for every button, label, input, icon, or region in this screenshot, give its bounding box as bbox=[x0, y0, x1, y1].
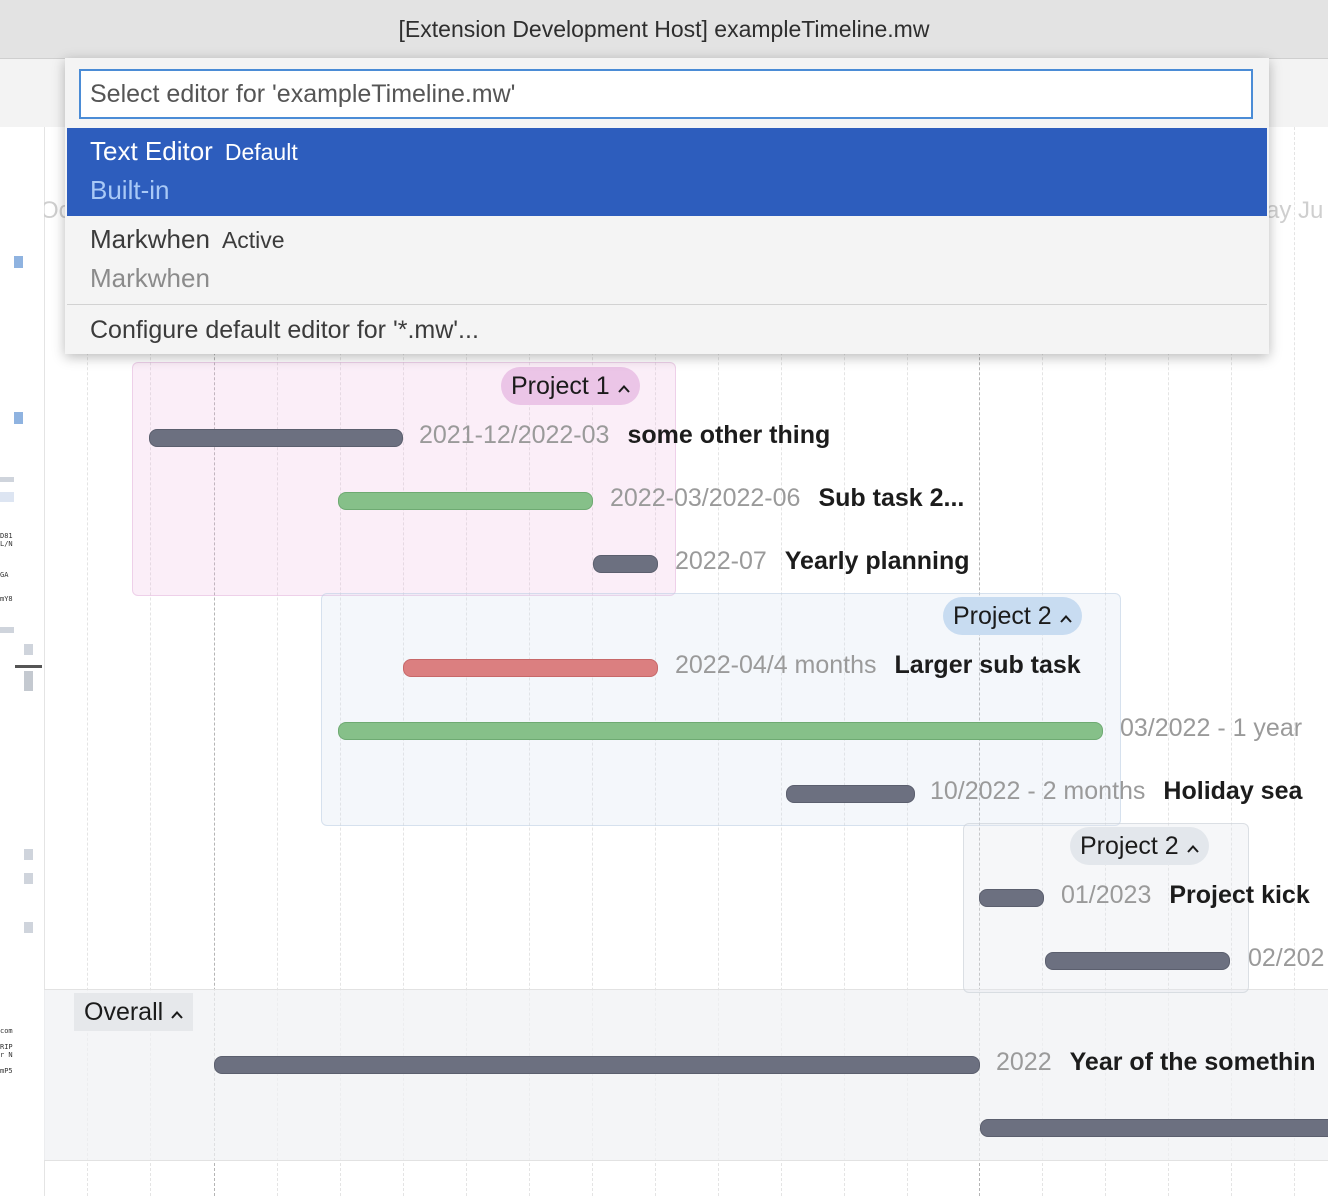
group-toggle-overall[interactable]: Overall bbox=[74, 993, 194, 1031]
event-date: 2022 bbox=[996, 1048, 1052, 1076]
editor-option-badge: Default bbox=[224, 139, 298, 165]
editor-quick-pick: Text Editor Default Built-in Markwhen Ac… bbox=[65, 58, 1269, 354]
grid-line bbox=[844, 127, 845, 1196]
chevron-up-icon bbox=[171, 1011, 183, 1019]
minimap-line bbox=[0, 627, 14, 633]
event-title: some other thing bbox=[627, 421, 831, 449]
grid-line bbox=[277, 127, 278, 1196]
group-label: Project 2 bbox=[953, 601, 1052, 630]
event-title: Yearly planning bbox=[784, 547, 970, 575]
editor-option-badge: Active bbox=[221, 227, 285, 253]
event-bar[interactable] bbox=[149, 429, 403, 447]
grid-line bbox=[1231, 127, 1232, 1196]
minimap-text: com bbox=[0, 1027, 13, 1035]
minimap-text: r N bbox=[0, 1051, 13, 1059]
minimap-marker bbox=[14, 256, 23, 268]
event-date: 2022-04/4 months bbox=[675, 651, 877, 679]
grid-line bbox=[907, 127, 908, 1196]
grid-line bbox=[781, 127, 782, 1196]
group-toggle-project-2[interactable]: Project 2 bbox=[943, 597, 1082, 635]
minimap-text: L/N bbox=[0, 540, 13, 548]
editor-search-input[interactable] bbox=[79, 69, 1253, 119]
grid-line-year bbox=[979, 127, 980, 1196]
configure-default-editor[interactable]: Configure default editor for '*.mw'... bbox=[90, 316, 479, 344]
editor-option-detail: Markwhen bbox=[90, 263, 210, 293]
minimap-line bbox=[24, 671, 33, 691]
event-bar[interactable] bbox=[980, 1119, 1328, 1137]
group-label: Project 2 bbox=[1080, 831, 1179, 860]
event-label[interactable]: 2022-07 Yearly planning bbox=[675, 547, 970, 576]
event-title: Holiday sea bbox=[1163, 777, 1303, 805]
event-title: Year of the somethin bbox=[1069, 1048, 1316, 1076]
event-title: Larger sub task bbox=[894, 651, 1081, 679]
grid-line bbox=[87, 127, 88, 1196]
minimap-text: D81 bbox=[0, 532, 13, 540]
minimap-line bbox=[24, 922, 33, 933]
group-label: Overall bbox=[84, 997, 164, 1026]
event-date: 2022-03/2022-06 bbox=[610, 484, 801, 512]
minimap-line bbox=[24, 644, 33, 655]
grid-line bbox=[718, 127, 719, 1196]
event-bar[interactable] bbox=[979, 889, 1044, 907]
event-date: 03/2022 - 1 year bbox=[1120, 714, 1303, 742]
group-label: Project 1 bbox=[511, 371, 610, 400]
chevron-up-icon bbox=[1186, 845, 1199, 853]
event-date: 02/202 bbox=[1248, 944, 1325, 972]
editor-option-text-editor[interactable]: Text Editor Default Built-in bbox=[67, 128, 1267, 216]
event-label[interactable]: 2022 Year of the somethin bbox=[996, 1048, 1316, 1077]
minimap-line bbox=[0, 477, 14, 482]
window-title-bar: [Extension Development Host] exampleTime… bbox=[0, 0, 1328, 59]
grid-line bbox=[1294, 127, 1295, 1196]
grid-line bbox=[1042, 127, 1043, 1196]
timeline-canvas[interactable]: Oc ay Ju Project 1 Project 2 Project 2 O… bbox=[44, 127, 1328, 1196]
minimap-text: mP5 bbox=[0, 1067, 13, 1075]
event-date: 2021-12/2022-03 bbox=[419, 421, 610, 449]
event-title: Project kick bbox=[1169, 881, 1310, 909]
event-title: Sub task 2... bbox=[818, 484, 965, 512]
window-title: [Extension Development Host] exampleTime… bbox=[398, 15, 930, 42]
event-bar[interactable] bbox=[338, 722, 1103, 740]
event-label[interactable]: 2022-03/2022-06 Sub task 2... bbox=[610, 484, 964, 513]
minimap-line bbox=[24, 873, 33, 884]
event-date: 10/2022 - 2 months bbox=[930, 777, 1146, 805]
minimap-text: GA bbox=[0, 571, 9, 579]
chevron-up-icon bbox=[617, 385, 630, 393]
grid-line bbox=[340, 127, 341, 1196]
event-label[interactable]: 01/2023 Project kick bbox=[1061, 881, 1310, 910]
event-date: 2022-07 bbox=[675, 547, 767, 575]
grid-line bbox=[1105, 127, 1106, 1196]
minimap-text: mY8 bbox=[0, 595, 13, 603]
minimap[interactable]: D81 L/N GA mY8 com RIP r N mP5 bbox=[0, 127, 45, 1196]
minimap-line bbox=[0, 492, 14, 502]
minimap-marker bbox=[14, 412, 23, 424]
event-label[interactable]: 2021-12/2022-03 some other thing bbox=[419, 421, 830, 450]
grid-line-year bbox=[214, 127, 215, 1196]
editor-option-label: Markwhen bbox=[90, 224, 210, 254]
minimap-text: RIP bbox=[0, 1043, 13, 1051]
event-label[interactable]: 03/2022 - 1 year bbox=[1120, 714, 1320, 743]
minimap-slider[interactable] bbox=[15, 665, 42, 668]
event-bar[interactable] bbox=[786, 785, 915, 803]
event-bar[interactable] bbox=[593, 555, 658, 573]
group-toggle-project-2-second[interactable]: Project 2 bbox=[1070, 827, 1209, 865]
chevron-up-icon bbox=[1059, 615, 1072, 623]
group-toggle-project-1[interactable]: Project 1 bbox=[501, 367, 640, 405]
grid-line bbox=[1168, 127, 1169, 1196]
editor-option-label: Text Editor bbox=[90, 136, 213, 166]
event-bar[interactable] bbox=[214, 1056, 980, 1074]
month-label: ay Ju bbox=[1266, 197, 1324, 224]
event-bar[interactable] bbox=[338, 492, 593, 510]
event-label[interactable]: 2022-04/4 months Larger sub task bbox=[675, 651, 1081, 680]
quick-pick-divider bbox=[67, 304, 1267, 305]
event-label[interactable]: 02/202 bbox=[1248, 944, 1328, 973]
editor-option-markwhen[interactable]: Markwhen Active Markwhen bbox=[67, 216, 1267, 304]
event-date: 01/2023 bbox=[1061, 881, 1152, 909]
event-label[interactable]: 10/2022 - 2 months Holiday sea bbox=[930, 777, 1302, 806]
event-bar[interactable] bbox=[1045, 952, 1230, 970]
grid-line bbox=[150, 127, 151, 1196]
minimap-line bbox=[24, 849, 33, 860]
event-bar[interactable] bbox=[403, 659, 658, 677]
editor-option-detail: Built-in bbox=[90, 175, 170, 205]
